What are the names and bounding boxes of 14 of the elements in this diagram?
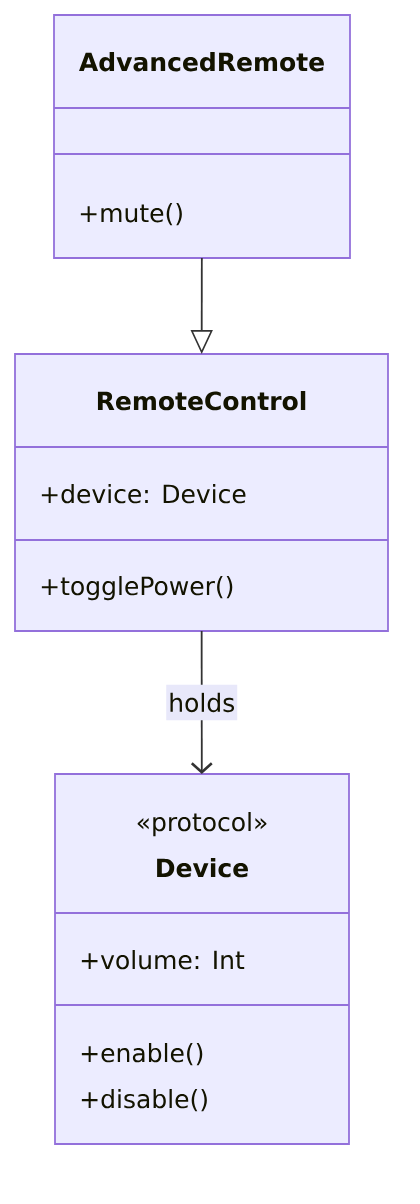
stereotype-label: «protocol» (137, 812, 267, 837)
edge-label: holds (166, 684, 238, 721)
method-text: +mute() (80, 203, 182, 226)
class-name: RemoteControl (97, 391, 306, 411)
attribute-text: +device: Device (41, 484, 246, 504)
method-text: +disable() (81, 1089, 207, 1112)
class-name: Device (157, 858, 248, 878)
attribute-text: +volume: Int (81, 950, 245, 970)
class-box (54, 773, 350, 1145)
method-text: +enable() (81, 1043, 203, 1066)
class-box (53, 14, 351, 259)
class-name: AdvancedRemote (79, 52, 324, 72)
method-text: +togglePower() (41, 576, 233, 601)
class-box (14, 353, 389, 632)
